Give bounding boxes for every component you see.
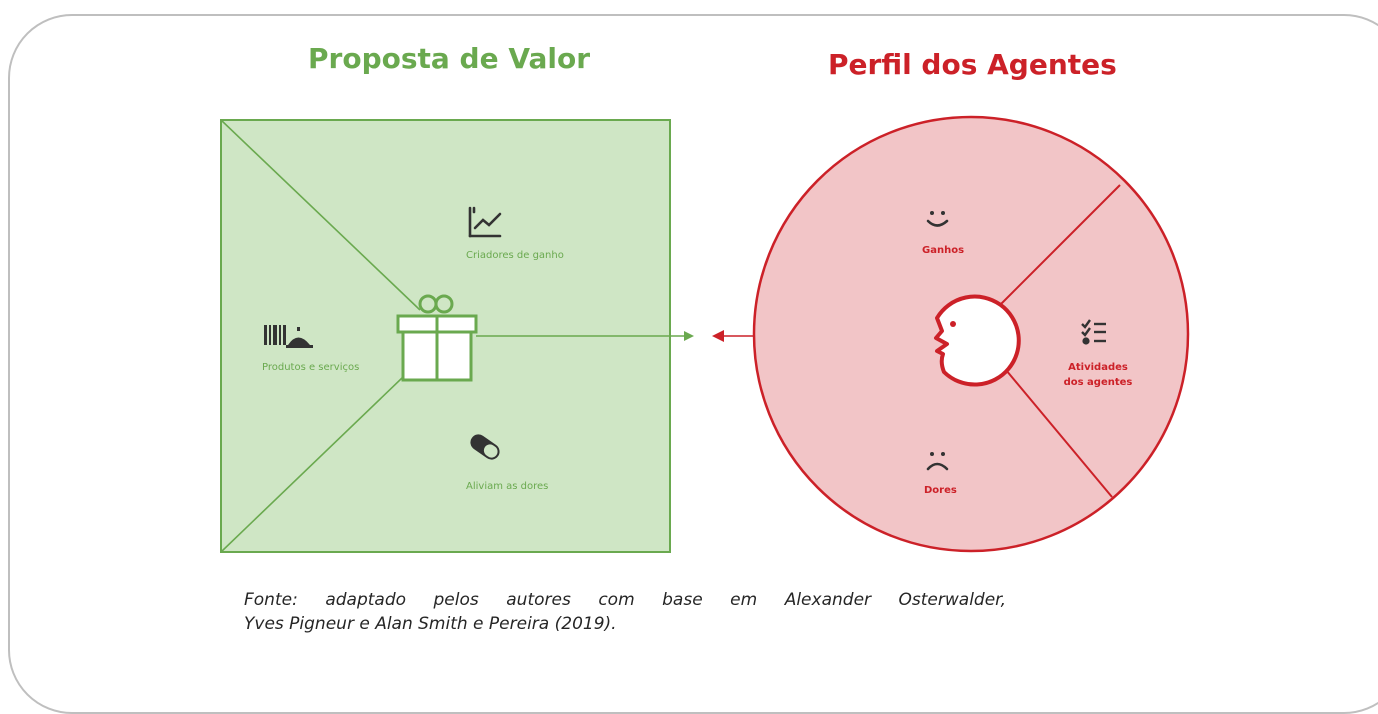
diagonal-top xyxy=(220,119,421,311)
source-caption: Fonte: adaptado pelos autores com base e… xyxy=(244,588,1006,636)
jobs-label: Atividades dos agentes xyxy=(1058,360,1138,390)
pains-label: Dores xyxy=(924,485,957,496)
checklist-icon xyxy=(1081,319,1106,345)
frown-icon xyxy=(926,452,949,471)
gift-icon xyxy=(396,294,478,382)
pill-icon xyxy=(470,434,500,460)
agent-profile-title: Perfil dos Agentes xyxy=(828,48,1117,81)
value-proposition-title: Proposta de Valor xyxy=(308,42,590,75)
barcode-service-icon xyxy=(264,325,313,348)
smile-icon xyxy=(926,211,949,227)
caption-line2: Yves Pigneur e Alan Smith e Pereira (201… xyxy=(244,614,617,634)
gains-label: Ganhos xyxy=(922,245,965,256)
arrow-right-icon xyxy=(684,331,694,341)
face-profile-icon xyxy=(934,294,1021,387)
jobs-label-line1: Atividades xyxy=(1068,362,1128,373)
jobs-label-line2: dos agentes xyxy=(1063,377,1133,388)
chart-icon xyxy=(468,206,502,238)
products-services-label: Produtos e serviços xyxy=(262,362,360,373)
gain-creators-label: Criadores de ganho xyxy=(466,250,564,261)
divider-lower xyxy=(1000,363,1113,498)
divider-upper xyxy=(1000,184,1121,305)
caption-line1: Fonte: adaptado pelos autores com base e… xyxy=(244,590,1006,610)
pain-relievers-label: Aliviam as dores xyxy=(466,481,549,492)
value-proposition-canvas xyxy=(220,115,1190,553)
arrow-left-icon xyxy=(712,330,724,342)
diagonal-bottom xyxy=(220,377,403,553)
